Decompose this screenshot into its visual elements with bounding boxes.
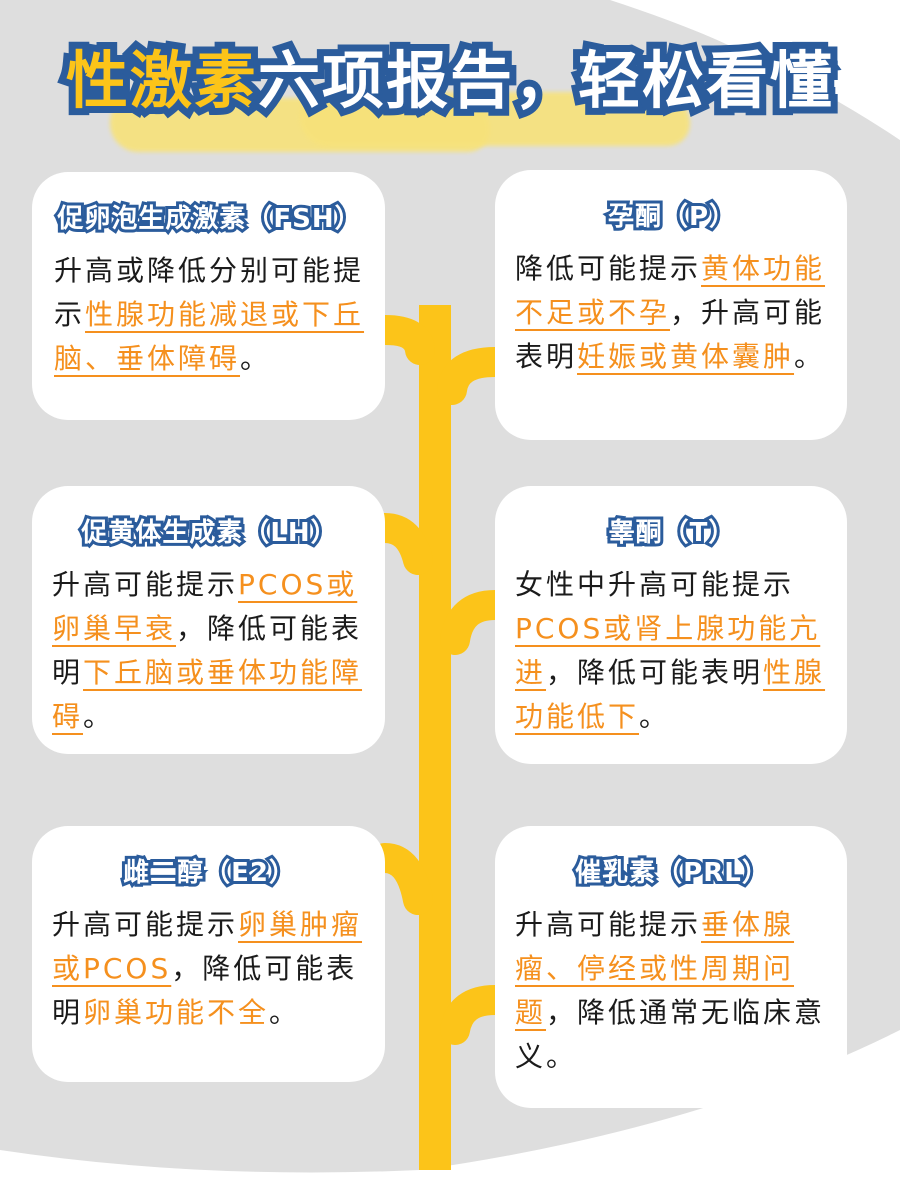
vine-branch-t [440, 590, 510, 655]
card-fsh: 促卵泡生成激素（FSH） 升高或降低分别可能提示性腺功能减退或下丘脑、垂体障碍。 [32, 172, 385, 420]
card-body: 升高可能提示PCOS或卵巢早衰，降低可能表明下丘脑或垂体功能障碍。 [52, 568, 363, 733]
highlight-text: 黄体功能不足或不孕 [515, 252, 826, 329]
highlight-text: 性腺功能减退或下丘脑、垂体障碍 [54, 298, 365, 375]
highlight-text: PCOS或肾上腺功能亢进 [515, 612, 821, 689]
title-rest: 六项报告，轻松看懂 [251, 43, 839, 119]
title-banner: 性激素六项报告，轻松看懂 [0, 40, 900, 160]
page-title: 性激素六项报告，轻松看懂 [0, 43, 900, 119]
card-title: 催乳素（PRL） [572, 855, 771, 891]
title-highlight: 性激素 [59, 43, 263, 119]
highlight-text: 下丘脑或垂体功能障碍 [52, 656, 363, 733]
card-lh: 促黄体生成素（LH） 升高可能提示PCOS或卵巢早衰，降低可能表明下丘脑或垂体功… [32, 486, 385, 754]
title-splash [300, 92, 690, 146]
card-body: 升高可能提示卵巢肿瘤或PCOS，降低可能表明卵巢功能不全。 [52, 908, 363, 1029]
vine-branch-prl [440, 985, 510, 1045]
card-e2: 雌二醇（E2） 升高可能提示卵巢肿瘤或PCOS，降低可能表明卵巢功能不全。 [32, 826, 385, 1082]
highlight-text: 卵巢肿瘤或PCOS [52, 908, 363, 985]
background-white-curve-top [610, 0, 900, 140]
card-title: 睾酮（T） [606, 515, 738, 551]
highlight-text: 妊娠或黄体囊肿 [577, 340, 795, 373]
card-body: 升高可能提示垂体腺瘤、停经或性周期问题，降低通常无临床意义。 [515, 908, 826, 1073]
highlight-text: 垂体腺瘤、停经或性周期问题 [515, 908, 795, 1029]
card-body: 降低可能提示黄体功能不足或不孕，升高可能表明妊娠或黄体囊肿。 [515, 252, 826, 373]
highlight-text: PCOS或卵巢早衰 [52, 568, 358, 645]
vine-branch-lh [370, 513, 433, 575]
vine-branch-fsh [370, 315, 435, 365]
card-body: 女性中升高可能提示PCOS或肾上腺功能亢进，降低可能表明性腺功能低下。 [515, 568, 826, 733]
card-title: 孕酮（P） [605, 199, 738, 235]
highlight-text: 性腺功能低下 [515, 656, 826, 733]
vine-branch-p [437, 347, 510, 405]
card-body: 升高或降低分别可能提示性腺功能减退或下丘脑、垂体障碍。 [54, 254, 365, 375]
card-prl: 催乳素（PRL） 升高可能提示垂体腺瘤、停经或性周期问题，降低通常无临床意义。 [495, 826, 847, 1108]
card-t: 睾酮（T） 女性中升高可能提示PCOS或肾上腺功能亢进，降低可能表明性腺功能低下… [495, 486, 847, 764]
highlight-text: 卵巢功能不全 [83, 996, 270, 1029]
card-title: 促黄体生成素（LH） [78, 515, 339, 551]
card-title: 促卵泡生成激素（FSH） [54, 201, 363, 237]
card-p: 孕酮（P） 降低可能提示黄体功能不足或不孕，升高可能表明妊娠或黄体囊肿。 [495, 170, 847, 440]
vine-branch-e2 [370, 843, 433, 915]
card-title: 雌二醇（E2） [120, 855, 298, 891]
